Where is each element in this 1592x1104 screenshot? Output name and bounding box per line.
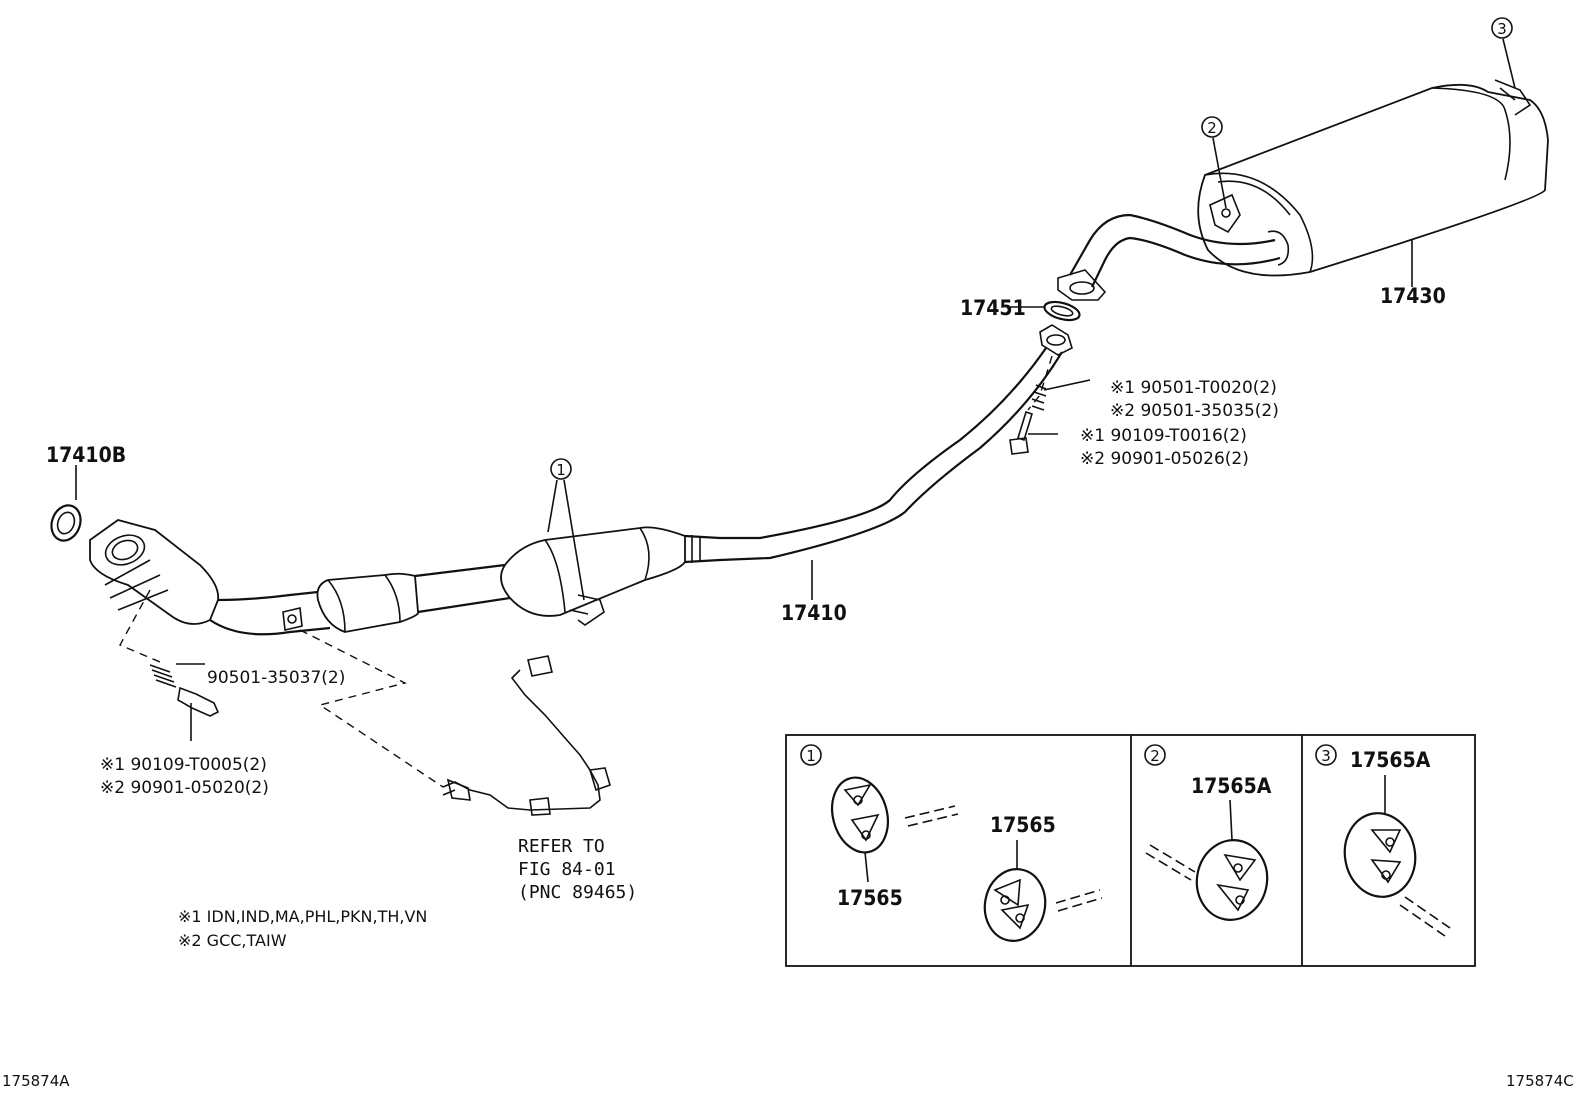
callout-2: 2 <box>1201 116 1227 209</box>
refer-line-3: (PNC 89465) <box>518 882 637 903</box>
region-note-1: ※1 IDN,IND,MA,PHL,PKN,TH,VN <box>178 907 427 926</box>
hanger-17565A-box2[interactable] <box>1191 835 1274 926</box>
gasket-17451[interactable] <box>1043 299 1082 324</box>
tailpipe-17430-inlet <box>1057 213 1281 301</box>
callout-1: 1 <box>547 458 585 601</box>
label-17410: 17410 <box>781 601 847 625</box>
muffler-17430[interactable] <box>1197 79 1549 277</box>
label-17430: 17430 <box>1380 284 1446 308</box>
region-note-2: ※2 GCC,TAIW <box>178 931 287 950</box>
label-spring-rear-1: ※1 90501-T0020(2) <box>1110 378 1277 398</box>
detail-box-3: 3 17565A <box>1315 744 1451 937</box>
label-17565-left: 17565 <box>837 886 903 910</box>
label-17565A-box3: 17565A <box>1350 748 1431 772</box>
detail-box: 1 17565 17565 <box>785 734 1476 967</box>
svg-text:3: 3 <box>1497 20 1507 38</box>
rear-spring-bolt <box>1009 379 1091 455</box>
hanger-17565A-box3[interactable] <box>1338 808 1422 903</box>
svg-text:1: 1 <box>806 747 816 765</box>
label-17410B: 17410B <box>46 443 126 467</box>
label-bolt-rear-2: ※2 90901-05026(2) <box>1080 449 1249 469</box>
front-spring-bolt <box>149 663 220 741</box>
svg-text:3: 3 <box>1321 747 1331 765</box>
detail-box-1: 1 17565 17565 <box>800 744 1103 945</box>
center-pipe-17410[interactable] <box>316 324 1073 633</box>
svg-text:2: 2 <box>1207 119 1217 137</box>
label-17565A-box2: 17565A <box>1191 774 1272 798</box>
gasket-17410B[interactable] <box>47 501 86 544</box>
label-spring-front: 90501-35037(2) <box>207 668 345 688</box>
label-17565-top: 17565 <box>990 813 1056 837</box>
label-bolt-rear-1: ※1 90109-T0016(2) <box>1080 426 1247 446</box>
label-bolt-front-2: ※2 90901-05020(2) <box>100 778 269 798</box>
dashed-leader-sensor <box>299 629 444 788</box>
hanger-17565-left[interactable] <box>824 771 896 858</box>
label-17451: 17451 <box>960 296 1026 320</box>
code-left: 175874A <box>2 1072 70 1090</box>
refer-line-1: REFER TO <box>518 836 605 857</box>
code-right: 175874C <box>1506 1072 1574 1090</box>
label-spring-rear-2: ※2 90501-35035(2) <box>1110 401 1279 421</box>
oxygen-sensor-harness[interactable] <box>442 655 611 816</box>
callout-3: 3 <box>1491 17 1516 89</box>
dashed-leader-front-bolt <box>119 589 161 663</box>
front-pipe-converter[interactable] <box>89 519 331 636</box>
label-bolt-front-1: ※1 90109-T0005(2) <box>100 755 267 775</box>
svg-text:1: 1 <box>556 461 566 479</box>
hanger-17565-right[interactable] <box>979 864 1051 945</box>
detail-box-2: 2 17565A <box>1144 744 1274 926</box>
refer-line-2: FIG 84-01 <box>518 859 616 880</box>
svg-text:2: 2 <box>1150 747 1160 765</box>
